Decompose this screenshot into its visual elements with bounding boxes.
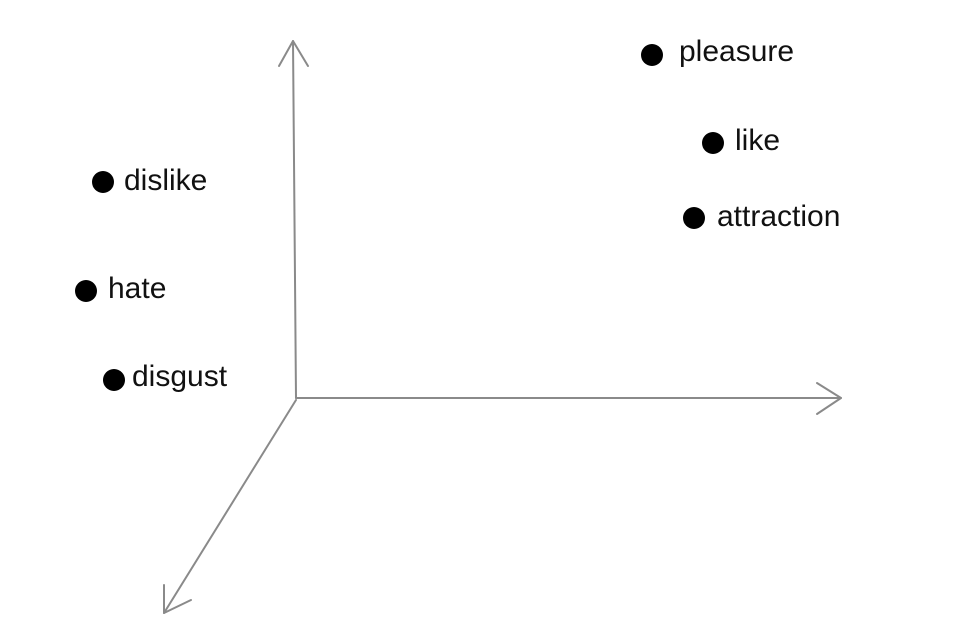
z-axis-arrowhead [163, 584, 192, 614]
word-label: dislike [124, 164, 207, 197]
point-marker [641, 44, 663, 66]
point-marker [103, 369, 125, 391]
word-label: pleasure [679, 35, 794, 68]
word-label: hate [108, 272, 166, 305]
point-marker [92, 171, 114, 193]
point-marker [75, 280, 97, 302]
y-axis [292, 40, 297, 399]
point-marker [683, 207, 705, 229]
y-axis-arrowhead [278, 40, 309, 67]
z-axis [163, 399, 297, 614]
word-point-pleasure: pleasure [641, 35, 794, 68]
word-point-like: like [702, 124, 780, 157]
point-marker [702, 132, 724, 154]
word-point-dislike: dislike [92, 164, 207, 197]
x-axis-arrowhead [816, 382, 842, 415]
word-point-attraction: attraction [683, 200, 840, 233]
word-point-disgust: disgust [103, 360, 228, 393]
word-label: attraction [717, 200, 840, 233]
axes [163, 40, 842, 614]
word-label: disgust [132, 360, 228, 393]
word-point-hate: hate [75, 272, 166, 305]
word-label: like [735, 124, 780, 157]
